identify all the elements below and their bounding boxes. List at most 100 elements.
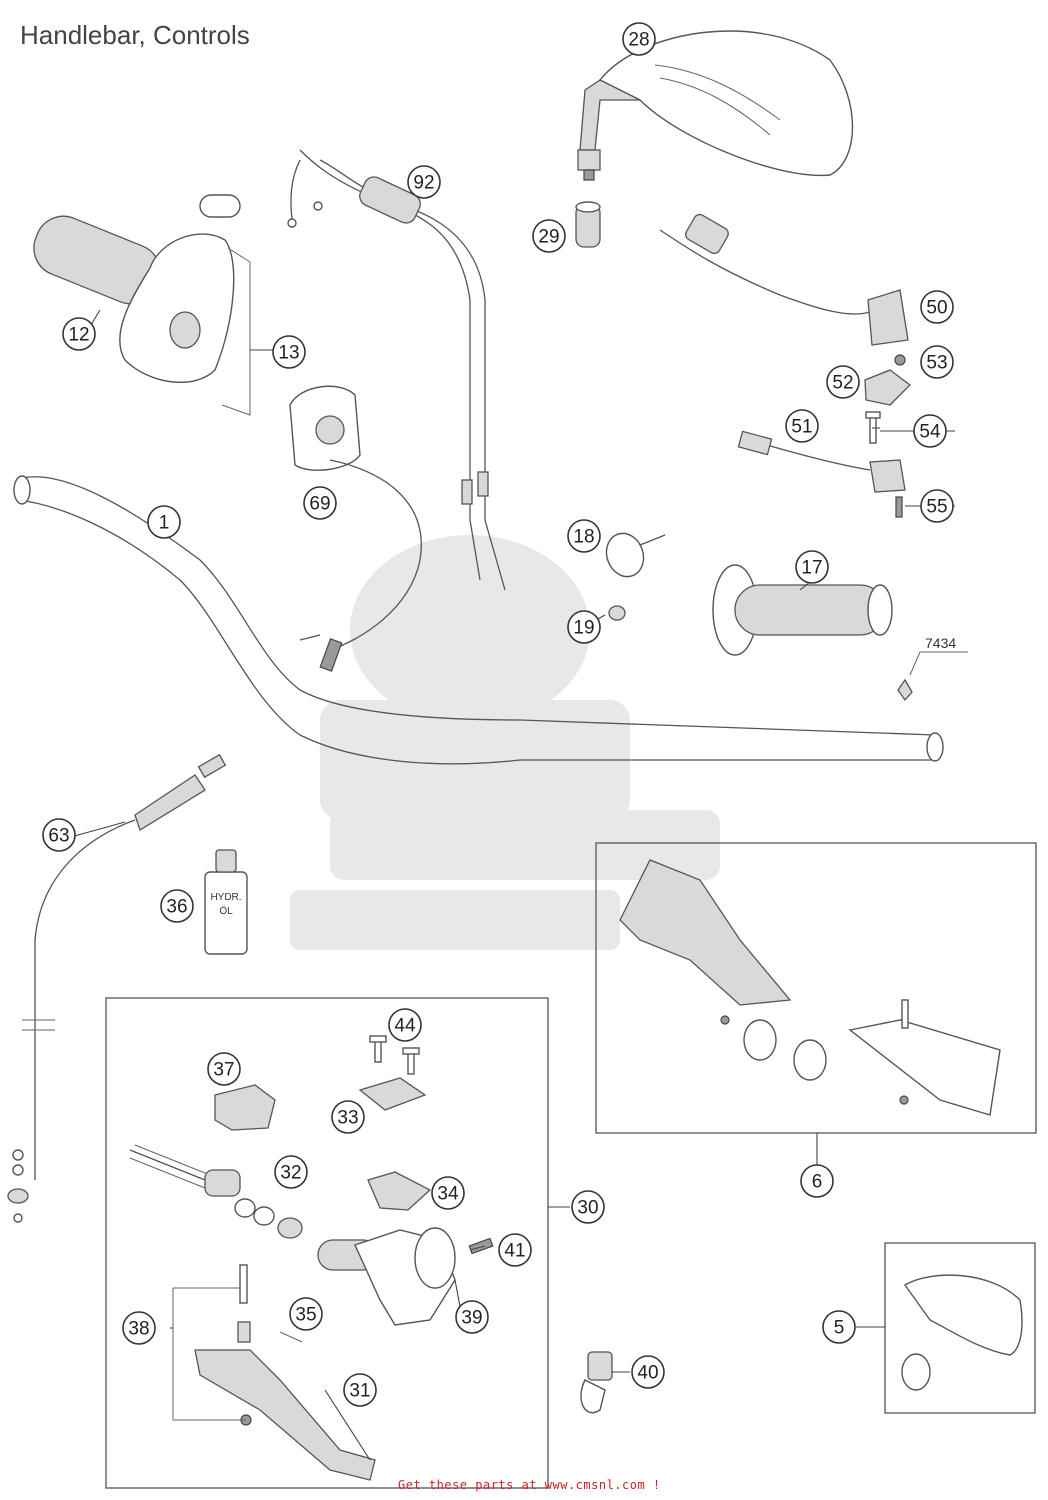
callout-number: 53 <box>926 353 947 374</box>
lever-pin-38 <box>172 1264 252 1426</box>
callout-12: 12 <box>62 317 96 351</box>
callout-35: 35 <box>289 1297 323 1331</box>
callout-number: 37 <box>213 1060 234 1081</box>
callout-circle <box>407 165 441 199</box>
callout-circle <box>160 889 194 923</box>
screws-44 <box>369 1035 420 1075</box>
callout-number: 32 <box>280 1163 301 1184</box>
callout-number: 40 <box>637 1363 658 1384</box>
callout-circle <box>498 1233 532 1267</box>
callout-29: 29 <box>532 219 566 253</box>
brake-hose <box>7 753 227 1223</box>
callout-number: 30 <box>577 1198 598 1219</box>
svg-text:ÖL: ÖL <box>219 905 233 917</box>
screw-55 <box>895 496 903 518</box>
callout-number: 29 <box>538 227 559 248</box>
master-cylinder-box <box>105 997 549 1489</box>
hydraulic-oil-bottle: HYDR. ÖL <box>204 849 248 955</box>
screw-54 <box>865 411 881 444</box>
callout-54: 54 <box>913 414 947 448</box>
svg-text:HYDR.: HYDR. <box>210 892 241 903</box>
callout-circle <box>289 1297 323 1331</box>
callout-circle <box>567 519 601 553</box>
callout-40: 40 <box>631 1355 665 1389</box>
callout-circle <box>631 1355 665 1389</box>
callout-circle <box>532 219 566 253</box>
callout-number: 5 <box>834 1318 845 1339</box>
callout-number: 39 <box>461 1308 482 1329</box>
callout-51: 51 <box>785 409 819 443</box>
callout-13: 13 <box>272 335 306 369</box>
callout-17: 17 <box>795 550 829 584</box>
callout-6: 6 <box>800 1164 834 1198</box>
reservoir-34 <box>367 1171 432 1211</box>
callout-circle <box>331 1100 365 1134</box>
reservoir-cover-33 <box>358 1077 427 1111</box>
callout-circle <box>920 345 954 379</box>
callout-circle <box>826 365 860 399</box>
callout-30: 30 <box>571 1190 605 1224</box>
callout-41: 41 <box>498 1233 532 1267</box>
callout-5: 5 <box>822 1310 856 1344</box>
ref-7434-label: 7434 <box>925 635 956 651</box>
callout-28: 28 <box>622 22 656 56</box>
callout-69: 69 <box>303 486 337 520</box>
callout-number: 18 <box>573 527 594 548</box>
callout-number: 69 <box>309 494 330 515</box>
callout-number: 1 <box>159 513 170 534</box>
callout-circle <box>388 1008 422 1042</box>
bracket-13 <box>221 247 251 416</box>
callout-37: 37 <box>207 1052 241 1086</box>
callout-number: 92 <box>413 173 434 194</box>
screw-41 <box>468 1237 494 1255</box>
throttle-cables <box>287 149 506 591</box>
callout-55: 55 <box>920 489 954 523</box>
callout-number: 33 <box>337 1108 358 1129</box>
callout-44: 44 <box>388 1008 422 1042</box>
callout-circle <box>785 409 819 443</box>
callout-number: 36 <box>166 897 187 918</box>
cover-52 <box>864 369 911 406</box>
callout-number: 44 <box>394 1016 416 1037</box>
callout-52: 52 <box>826 365 860 399</box>
hand-guard <box>619 859 1001 1116</box>
callout-38: 38 <box>122 1311 156 1345</box>
callout-19: 19 <box>567 610 601 644</box>
callout-number: 13 <box>278 343 299 364</box>
callout-18: 18 <box>567 519 601 553</box>
callout-circle <box>343 1373 377 1407</box>
clamp-40 <box>580 1351 613 1414</box>
callout-circle <box>567 610 601 644</box>
hand-guard-group-box <box>595 842 1037 1134</box>
callout-circle <box>274 1155 308 1189</box>
left-grip <box>712 564 893 656</box>
source-footer: Get these parts at www.cmsnl.com ! <box>398 1478 661 1492</box>
callout-circle <box>147 505 181 539</box>
callout-circle <box>920 290 954 324</box>
wire-51 <box>737 430 906 493</box>
callout-circle <box>622 22 656 56</box>
callout-circle <box>800 1164 834 1198</box>
plug-19 <box>608 605 626 621</box>
page-title: Handlebar, Controls <box>20 20 250 50</box>
nut-53 <box>894 354 906 366</box>
throttle-grip <box>33 194 241 383</box>
callout-50: 50 <box>920 290 954 324</box>
callout-number: 34 <box>437 1184 459 1205</box>
callout-circle <box>431 1176 465 1210</box>
callout-36: 36 <box>160 889 194 923</box>
callout-number: 50 <box>926 298 947 319</box>
callout-number: 38 <box>128 1319 149 1340</box>
callout-number: 12 <box>68 325 89 346</box>
callout-number: 6 <box>812 1172 823 1193</box>
callout-number: 54 <box>919 422 941 443</box>
callout-circle <box>62 317 96 351</box>
callout-number: 31 <box>349 1381 370 1402</box>
callout-circle <box>913 414 947 448</box>
callout-circle <box>42 818 76 852</box>
mirror-adapter <box>575 201 601 248</box>
piston-32 <box>129 1144 303 1239</box>
callout-circle <box>122 1311 156 1345</box>
